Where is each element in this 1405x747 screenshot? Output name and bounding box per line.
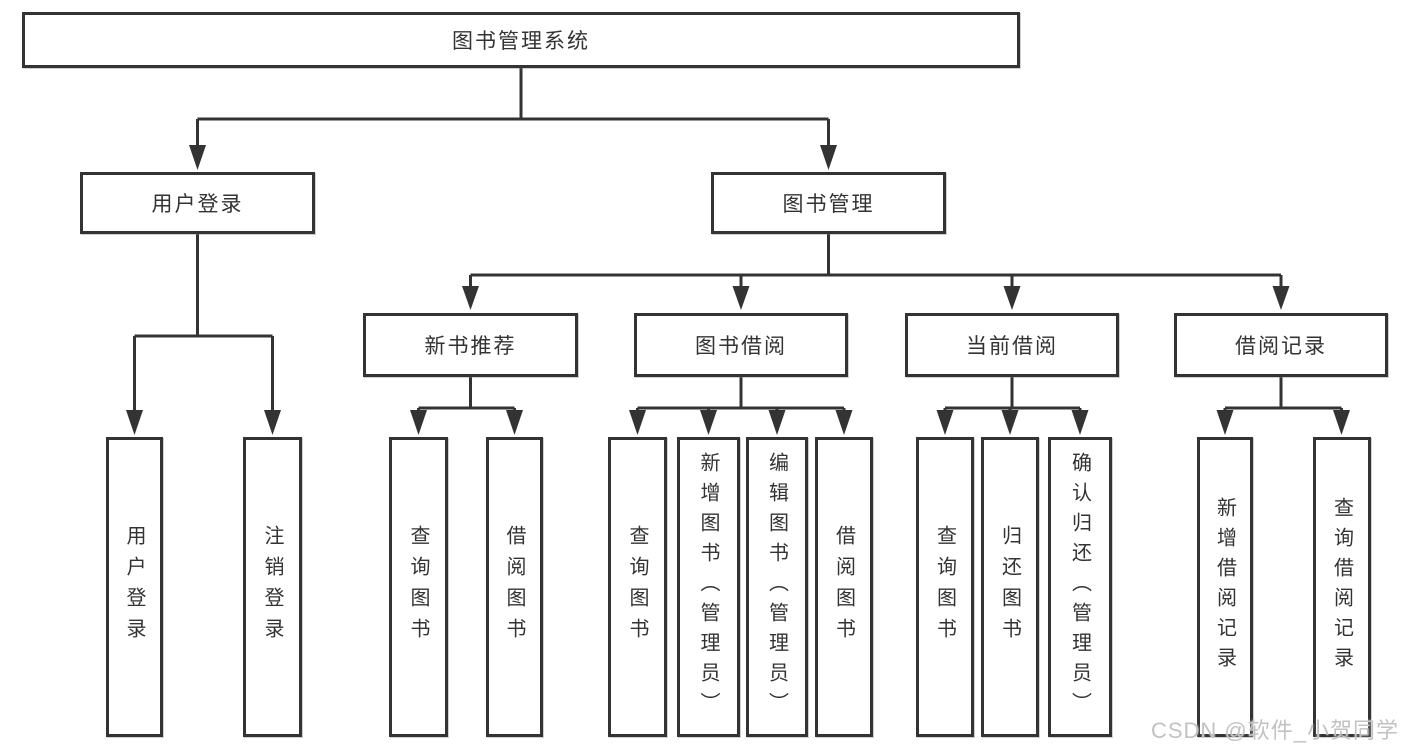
leaf-edit-books-admin: 编辑图书（管理员） [746,437,808,737]
leaf-add-borrow-record: 新增借阅记录 [1197,437,1253,737]
leaf-user-login: 用户登录 [106,437,163,737]
node-root: 图书管理系统 [22,12,1020,68]
leaf-logout-login: 注销登录 [243,437,302,737]
leaf-return-books: 归还图书 [981,437,1039,737]
leaf-borrow-books: 借阅图书 [815,437,873,737]
node-current-borrowing: 当前借阅 [905,313,1119,377]
watermark-csdn: CSDN @软件_小贺同学 [1150,718,1399,743]
node-borrowing-records: 借阅记录 [1174,313,1388,377]
node-book-borrowing: 图书借阅 [634,313,848,377]
leaf-add-books-admin: 新增图书（管理员） [677,437,740,737]
leaf-borrow-books-recommend: 借阅图书 [486,437,543,737]
leaf-query-books-recommend: 查询图书 [389,437,448,737]
leaf-confirm-return-admin: 确认归还（管理员） [1048,437,1112,737]
leaf-query-books-current: 查询图书 [916,437,974,737]
node-user-login: 用户登录 [80,172,315,234]
leaf-query-borrow-record: 查询借阅记录 [1313,437,1371,737]
node-book-management: 图书管理 [711,172,946,234]
leaf-query-books-borrow: 查询图书 [608,437,667,737]
node-new-book-recommendation: 新书推荐 [363,313,578,377]
